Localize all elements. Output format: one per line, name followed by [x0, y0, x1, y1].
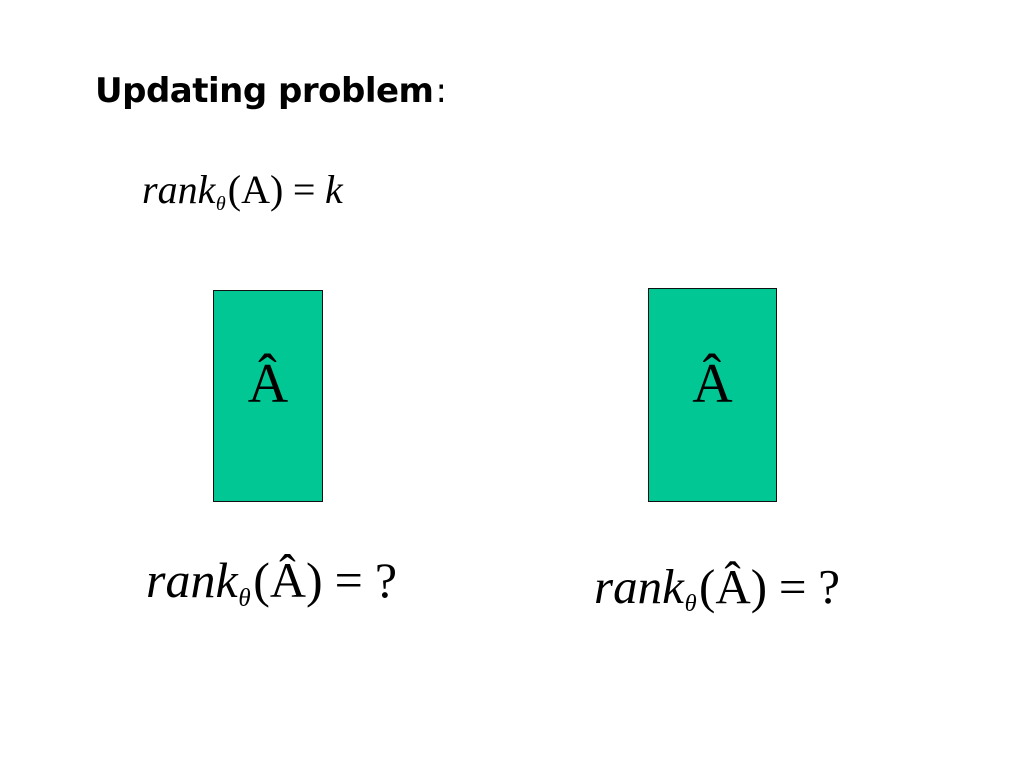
equals-sign: =	[778, 559, 807, 614]
equation-result: ?	[818, 559, 840, 614]
page-title-colon: :	[435, 71, 447, 111]
equation-function-name: rank	[146, 552, 238, 608]
page-title-text: Updating problem	[95, 71, 434, 111]
equation-argument: (Â)	[699, 559, 768, 614]
equation-result: k	[325, 167, 343, 212]
equation-theta-subscript: θ	[238, 584, 251, 612]
equation-theta-subscript: θ	[684, 590, 697, 618]
equation-argument: (A)	[227, 167, 284, 212]
equation-theta-subscript: θ	[215, 192, 226, 215]
matrix-a-hat-left: Â	[213, 290, 323, 502]
matrix-a-hat-right-label: Â	[692, 353, 733, 415]
equation-result: ?	[374, 552, 398, 608]
equation-rank-a-hat-left: rankθ(Â)=?	[146, 550, 398, 612]
page-title: Updating problem:	[95, 71, 447, 111]
matrix-a-hat-left-label: Â	[247, 353, 289, 415]
equals-sign: =	[292, 167, 316, 212]
equation-function-name: rank	[594, 559, 684, 614]
equation-function-name: rank	[142, 167, 216, 212]
equals-sign: =	[334, 552, 363, 608]
equation-rank-a-equals-k: rankθ(A)=k	[142, 166, 343, 215]
equation-argument: (Â)	[253, 552, 323, 608]
equation-rank-a-hat-right: rankθ(Â)=?	[594, 558, 840, 617]
matrix-a-hat-right: Â	[648, 288, 777, 502]
